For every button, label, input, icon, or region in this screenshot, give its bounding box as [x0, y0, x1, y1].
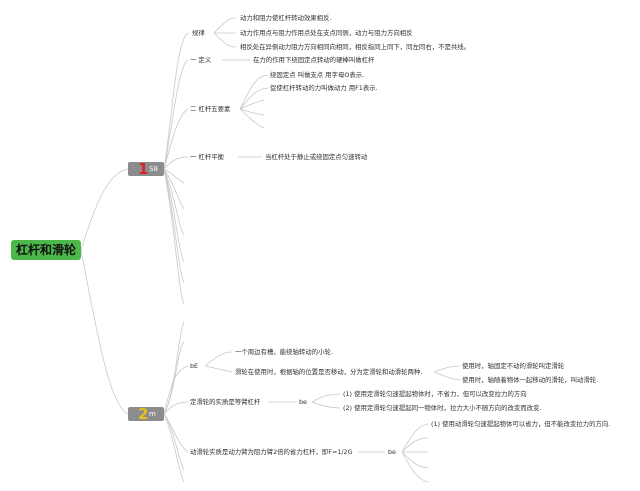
movable-pulley-child-1[interactable]: (1) 使用动滑轮匀速提起物体可以省力，但不能改变拉力的方向.	[431, 420, 611, 428]
be-sub-1[interactable]: 使用时，轴固定不动的滑轮叫定滑轮	[462, 362, 565, 370]
be-topic[interactable]: bE	[190, 362, 199, 370]
root-topic[interactable]: 杠杆和滑轮	[11, 240, 81, 260]
section-2-label: m	[149, 410, 156, 418]
rule-topic[interactable]: 规律	[192, 29, 205, 37]
definition-topic[interactable]: 一 定义	[190, 56, 212, 64]
fixed-pulley-child-1[interactable]: (1) 使用定滑轮匀速提起物体时，不省力，但可以改变拉力的方向	[343, 390, 527, 398]
rule-child-3[interactable]: 相反处在异侧动力阻力方向相同向相同，相反指同上同下，同左同右，不是共线。	[240, 43, 471, 51]
five-elements-child-2[interactable]: 促使杠杆转动的力叫做动力 用F1表示.	[270, 84, 378, 92]
fixed-pulley-topic[interactable]: 定滑轮的实质是等臂杠杆	[190, 398, 261, 406]
fixed-pulley-mid[interactable]: be	[299, 398, 307, 406]
section-1-number: 1	[138, 160, 149, 178]
be-sub-2[interactable]: 使用时，轴随着物体一起移动的滑轮，叫动滑轮.	[462, 376, 599, 384]
movable-pulley-mid[interactable]: be	[388, 448, 396, 456]
definition-child[interactable]: 在力的作用下绕固定点转动的硬棒叫做杠杆	[253, 56, 375, 64]
balance-topic[interactable]: 一 杠杆平衡	[190, 153, 224, 161]
balance-child[interactable]: 当杠杆处于静止或绕固定点匀速转动	[265, 153, 368, 161]
be-child-1[interactable]: 一个周边有槽，能绕轴转动的小轮.	[235, 348, 333, 356]
five-elements-child-1[interactable]: 绕固定点 叫做支点 用字母O表示.	[270, 71, 365, 79]
section-2-node[interactable]: 2 m	[128, 405, 164, 423]
section-1-label: S8	[149, 165, 158, 173]
rule-child-1[interactable]: 动力和阻力使杠杆转动效果相反.	[240, 14, 332, 22]
be-child-2[interactable]: 滑轮在使用时，根据轴的位置是否移动，分为定滑轮和动滑轮两种.	[235, 368, 423, 376]
fixed-pulley-child-2[interactable]: (2) 使用定滑轮匀速提起同一物体时，拉力大小不随方向的改变而改变.	[343, 404, 542, 412]
movable-pulley-topic[interactable]: 动滑轮实质是动力臂为阻力臂2倍的省力杠杆，即F=1/2G	[190, 448, 353, 456]
section-2-number: 2	[138, 405, 149, 423]
five-elements-topic[interactable]: 二 杠杆五要素	[190, 105, 231, 113]
rule-child-2[interactable]: 动力作用点与阻力作用点处在支点同侧，动力与阻力方向相反	[240, 29, 413, 37]
section-1-node[interactable]: 1 S8	[128, 160, 164, 178]
